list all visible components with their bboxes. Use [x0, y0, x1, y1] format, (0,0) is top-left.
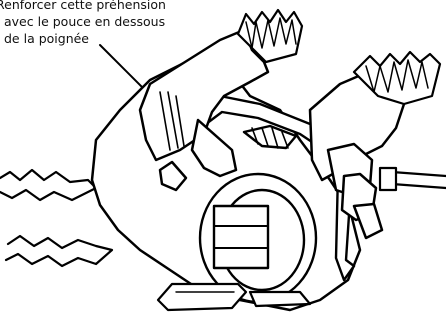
caption-line-2: avec le pouce en dessous: [4, 13, 190, 30]
motor-housing: [200, 174, 316, 302]
caption-line-1: Renforcer cette préhension: [0, 0, 190, 13]
power-cord: [380, 168, 446, 190]
instruction-caption: Renforcer cette préhension avec le pouce…: [0, 0, 190, 47]
caption-line-3: de la poignée: [4, 30, 190, 47]
